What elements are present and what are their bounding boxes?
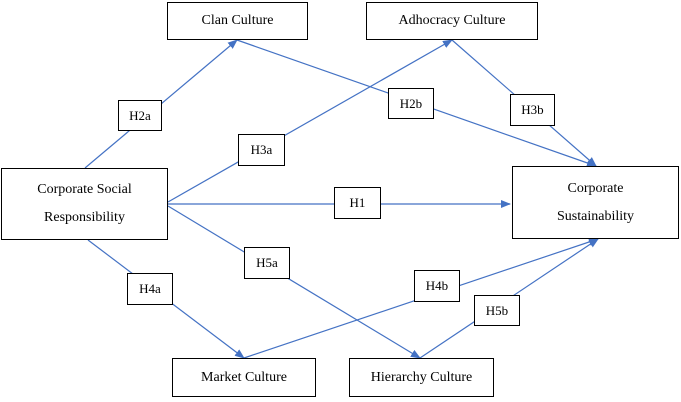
node-corporate-sustainability: Corporate Sustainability	[512, 166, 679, 239]
node-csr-line2: Responsibility	[44, 210, 125, 225]
hypothesis-h4a: H4a	[127, 273, 173, 305]
hypothesis-h2b-label: H2b	[399, 95, 423, 111]
node-hierarchy-culture-label: Hierarchy Culture	[370, 369, 473, 385]
hypothesis-h5b-label: H5b	[485, 302, 509, 318]
node-cs-line2: Sustainability	[557, 208, 634, 224]
node-cs-line1: Corporate	[567, 180, 624, 196]
node-csr-line1: Corporate Social	[37, 182, 132, 197]
arrow-h3a	[167, 39, 453, 203]
node-corporate-social-responsibility: Corporate Social Responsibility	[1, 168, 168, 240]
hypothesis-h2a-label: H2a	[129, 107, 151, 123]
hypothesis-h1: H1	[334, 187, 381, 219]
node-market-culture-label: Market Culture	[201, 369, 287, 385]
arrow-h5a	[167, 205, 421, 359]
hypothesis-h3a-label: H3a	[250, 142, 273, 157]
hypothesis-h3a: H3a	[238, 134, 285, 166]
hypothesis-h3b: H3b	[510, 94, 555, 126]
hypothesis-h2a: H2a	[118, 100, 162, 131]
node-clan-culture-label: Clan Culture	[201, 13, 274, 28]
hypothesis-h5a: H5a	[244, 247, 290, 279]
hypothesis-h4a-label: H4a	[139, 281, 161, 296]
node-clan-culture: Clan Culture	[167, 2, 308, 40]
node-hierarchy-culture: Hierarchy Culture	[349, 358, 494, 397]
hypothesis-h5b: H5b	[474, 295, 520, 326]
hypothesis-h5a-label: H5a	[256, 255, 278, 270]
hypothesis-h1-label: H1	[349, 195, 366, 210]
node-adhocracy-culture: Adhocracy Culture	[366, 2, 538, 40]
node-market-culture: Market Culture	[172, 358, 316, 397]
hypothesis-h4b: H4b	[414, 270, 460, 302]
hypothesis-h2b: H2b	[388, 88, 434, 119]
hypothesis-h3b-label: H3b	[521, 102, 544, 117]
hypothesis-h4b-label: H4b	[425, 278, 449, 293]
node-adhocracy-culture-label: Adhocracy Culture	[398, 13, 506, 28]
